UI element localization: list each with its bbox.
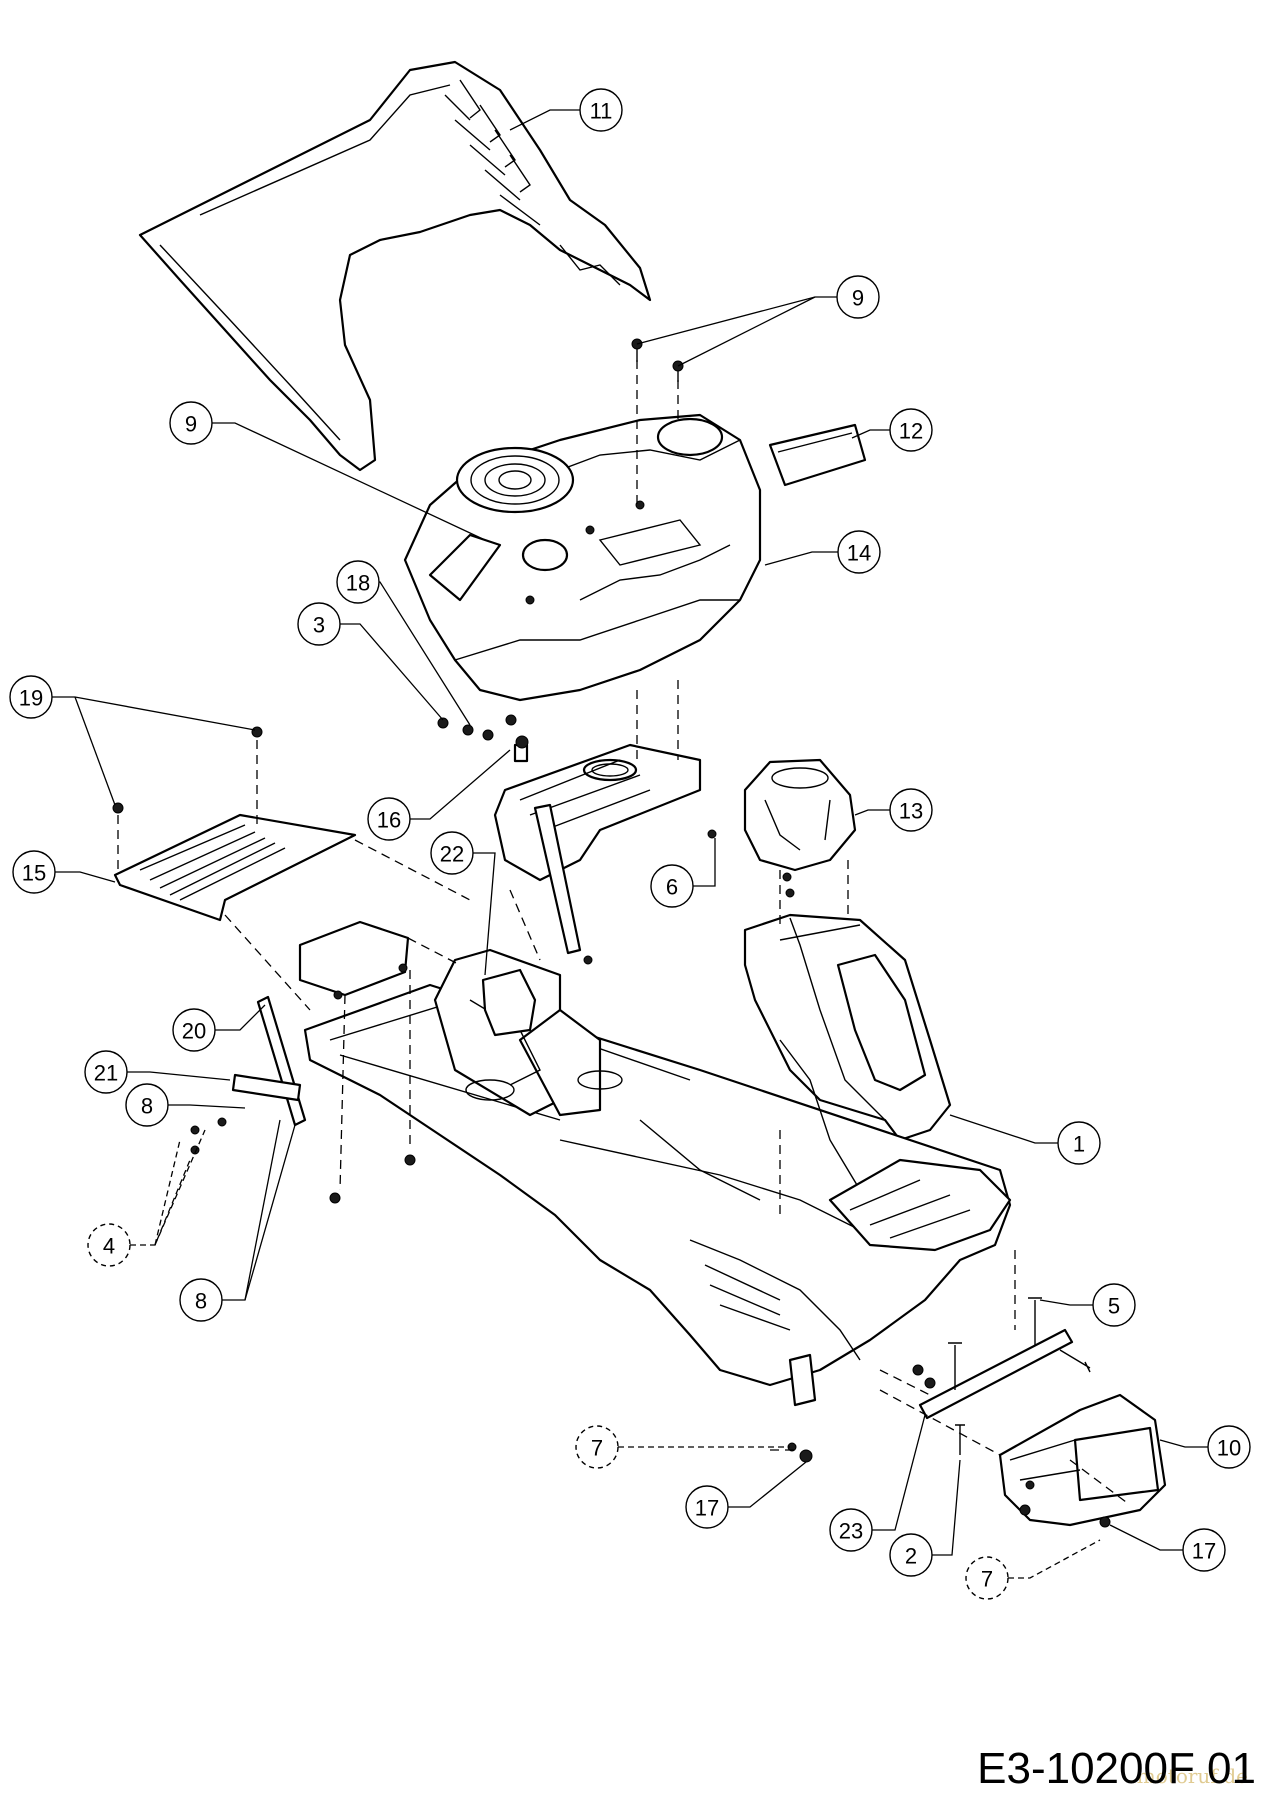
callout-7: 7 [965,1556,1009,1600]
callout-4: 4 [87,1223,131,1267]
part-support-plate [493,735,702,882]
callout-13: 13 [889,788,933,832]
fasteners [112,338,1111,1528]
part-floor-plate [113,813,357,922]
callout-8: 8 [125,1083,169,1127]
callout-label: 17 [1192,1539,1216,1564]
callout-label: 11 [590,99,613,124]
callout-14: 14 [837,530,881,574]
callout-5: 5 [1092,1283,1136,1327]
callout-10: 10 [1207,1425,1251,1469]
callout-22: 22 [430,831,474,875]
callout-label: 4 [103,1234,115,1259]
callout-label: 3 [313,613,325,638]
callout-label: 5 [1108,1294,1120,1319]
callout-19: 19 [9,675,53,719]
callout-12: 12 [889,408,933,452]
callout-label: 18 [346,571,370,596]
callout-8: 8 [179,1278,223,1322]
callout-label: 2 [905,1544,917,1569]
callout-7: 7 [575,1425,619,1469]
part-front-bumper [998,1393,1167,1527]
callout-label: 14 [847,541,871,566]
callout-3: 3 [297,602,341,646]
leader-lines [52,109,1208,1579]
part-pivot-arm [231,803,582,1127]
part-small-cover [768,423,867,487]
callout-label: 9 [185,412,197,437]
part-mount-plate [298,920,537,1037]
callout-15: 15 [12,850,56,894]
part-column-housing [743,913,952,1142]
callout-label: 8 [195,1289,207,1314]
callout-23: 23 [829,1508,873,1552]
callout-label: 19 [19,686,43,711]
callout-label: 21 [94,1061,118,1086]
assembly-lines [117,360,1131,1506]
callout-11: 11 [579,88,623,132]
callout-18: 18 [336,560,380,604]
callout-label: 7 [981,1567,993,1592]
callout-label: 17 [695,1496,719,1521]
callout-17: 17 [1182,1528,1226,1572]
part-dashboard-hood [403,413,762,702]
callout-label: 1 [1073,1132,1085,1157]
watermark: motoruf.de [1136,1764,1248,1788]
callout-label: 12 [899,419,923,444]
callout-label: 13 [899,799,923,824]
callout-label: 8 [141,1094,153,1119]
part-column-cover-top [743,758,857,872]
callout-2: 2 [889,1533,933,1577]
callout-16: 16 [367,797,411,841]
callout-label: 16 [377,808,401,833]
part-rear-body-shell [138,60,652,472]
callout-9: 9 [836,275,880,319]
callout-label: 6 [666,875,678,900]
callout-label: 20 [182,1019,206,1044]
callout-label: 7 [591,1436,603,1461]
callout-label: 22 [440,842,464,867]
callout-label: 15 [22,861,46,886]
reference-code: E3-10200F 01 [977,1744,1256,1793]
callout-1: 1 [1057,1121,1101,1165]
callout-label: 10 [1217,1436,1241,1461]
callout-9: 9 [169,401,213,445]
callout-label: 9 [852,286,864,311]
callout-21: 21 [84,1050,128,1094]
callout-6: 6 [650,864,694,908]
callout-label: 23 [839,1519,863,1544]
callout-20: 20 [172,1008,216,1052]
callout-17: 17 [685,1485,729,1529]
